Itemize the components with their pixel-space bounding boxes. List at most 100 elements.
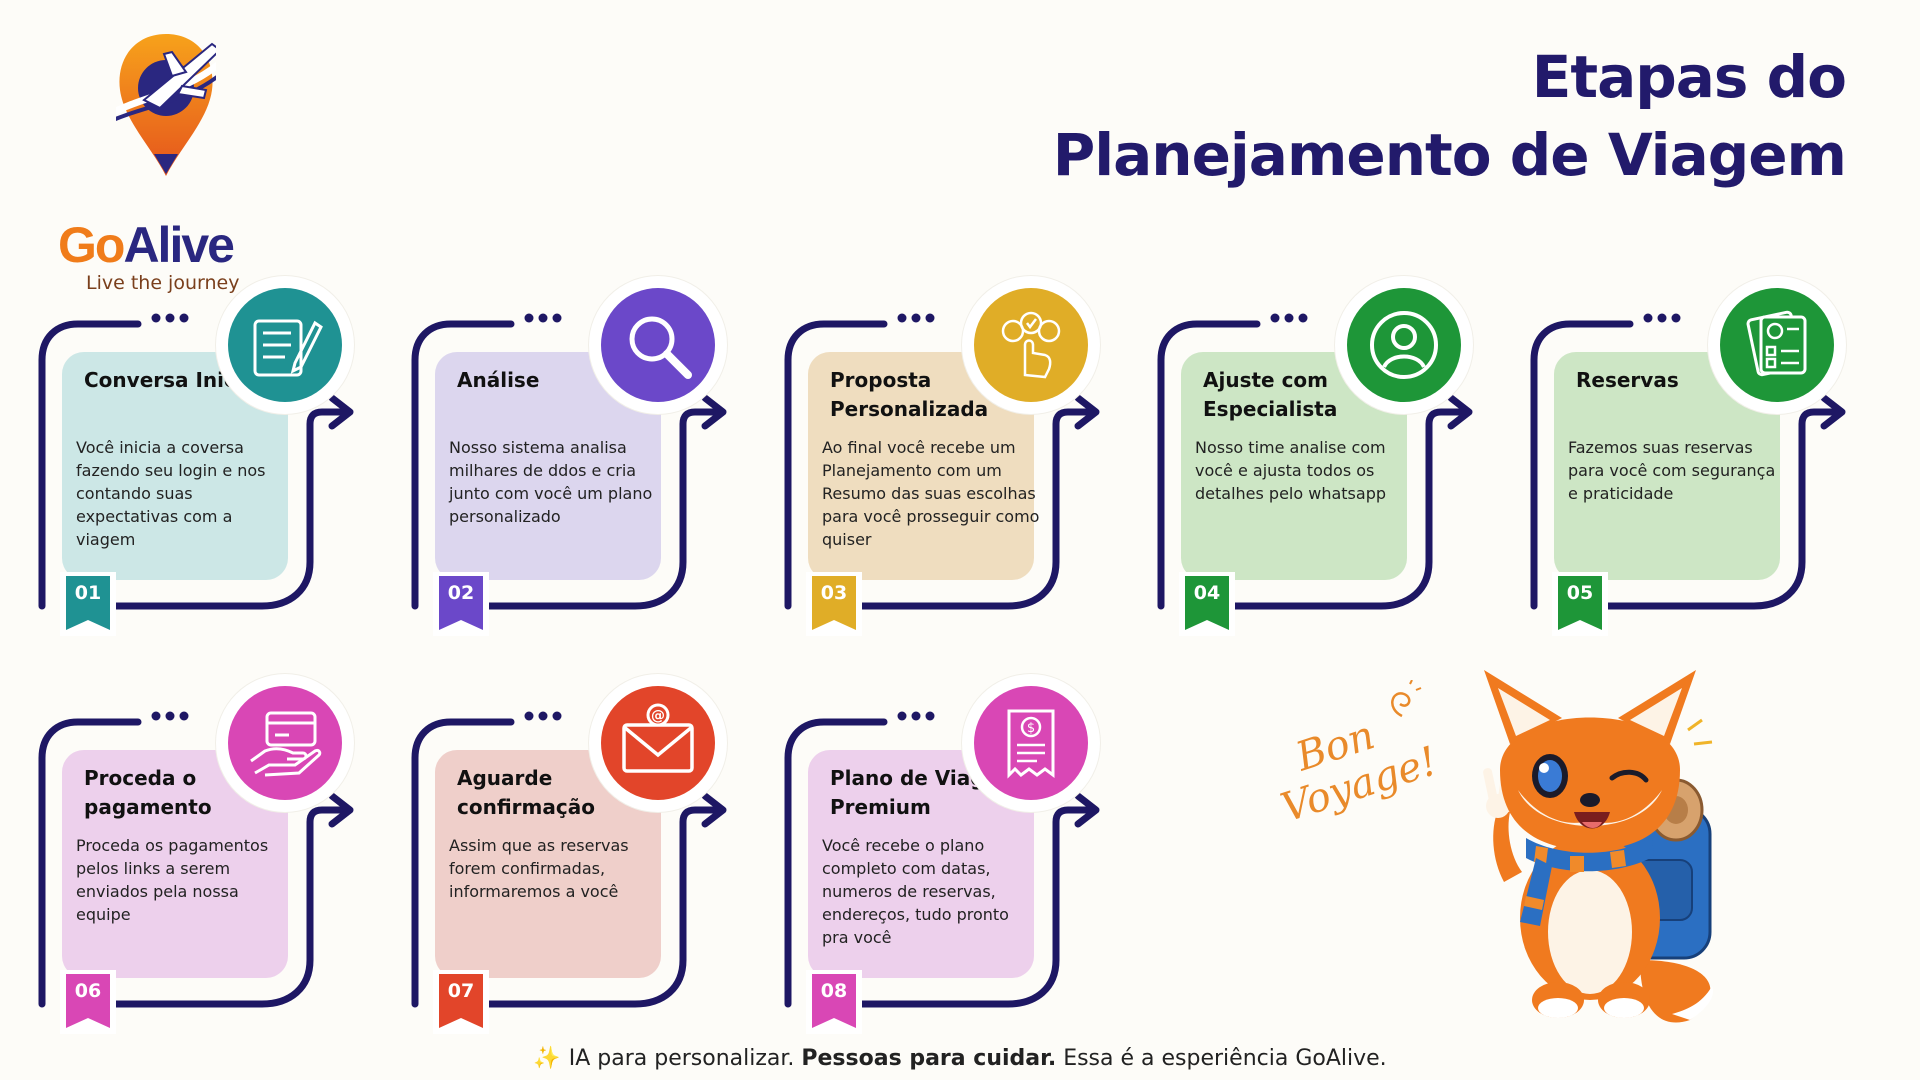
footer-text-part2: Essa é a esperiência GoAlive. — [1056, 1046, 1387, 1071]
step-description: Nosso time analise com você e ajusta tod… — [1195, 438, 1387, 503]
step-icon-ring — [1335, 276, 1473, 414]
step-card: Conversa Inicial Você inicia a coversa f… — [34, 276, 364, 656]
step-icon-circle — [1347, 288, 1461, 402]
step-frame — [411, 320, 727, 610]
choice-hand-icon — [1001, 311, 1061, 379]
step-frame — [411, 718, 727, 1008]
step-description: Fazemos suas reservas para você com segu… — [1568, 438, 1776, 503]
page-title-line2: Planejamento de Viagem — [1052, 121, 1847, 189]
brand-name-go: Go — [58, 217, 125, 273]
brand-tagline: Live the journey — [86, 272, 240, 294]
step-heading: Ajuste com Especialista — [1203, 368, 1338, 421]
step-frame — [1157, 320, 1473, 610]
fox-mascot — [1483, 670, 1714, 1023]
step-number: 08 — [820, 980, 848, 1002]
step-number-badge: 08 — [806, 970, 862, 1034]
step-number-badge: 06 — [60, 970, 116, 1034]
footer-tagline: ✨IA para personalizar. Pessoas para cuid… — [0, 1046, 1920, 1071]
step-number: 07 — [447, 980, 475, 1002]
badge-ribbon-icon — [806, 572, 862, 636]
step-card: Ajuste com Especialista Nosso time anali… — [1153, 276, 1483, 656]
footer-text-bold: Pessoas para cuidar. — [801, 1046, 1057, 1071]
step-number: 05 — [1566, 582, 1594, 604]
badge-ribbon-icon — [433, 572, 489, 636]
dots-icon — [524, 711, 562, 721]
step-heading: Análise — [457, 368, 540, 392]
badge-ribbon-icon — [1552, 572, 1608, 636]
page-title-line1: Etapas do — [1531, 43, 1847, 111]
svg-text:@: @ — [651, 708, 665, 724]
goalive-logo: GoAlive Live the journey — [50, 10, 280, 294]
step-icon-ring — [589, 276, 727, 414]
step-number: 03 — [820, 582, 848, 604]
step-description: Você recebe o plano completo com datas, … — [822, 836, 1009, 947]
step-card: Proceda o pagamento Proceda os pagamento… — [34, 674, 364, 1054]
step-description: Proceda os pagamentos pelos links a sere… — [76, 836, 269, 924]
step-frame — [1530, 320, 1846, 610]
step-frame — [38, 718, 354, 1008]
svg-text:$: $ — [1027, 721, 1035, 736]
step-card: Proposta Personalizada Ao final você rec… — [780, 276, 1110, 656]
badge-ribbon-icon — [806, 970, 862, 1034]
step-icon-circle — [1720, 288, 1834, 402]
badge-ribbon-icon — [60, 970, 116, 1034]
badge-ribbon-icon — [433, 970, 489, 1034]
dots-icon — [151, 313, 189, 323]
step-frame — [38, 320, 354, 610]
step-number: 02 — [447, 582, 475, 604]
step-icon-ring: @ — [589, 674, 727, 812]
step-description: Você inicia a coversa fazendo seu login … — [76, 438, 266, 549]
step-number: 01 — [74, 582, 102, 604]
step-icon-circle: @ — [601, 686, 715, 800]
dots-icon — [897, 711, 935, 721]
step-icon-circle — [974, 288, 1088, 402]
step-card: Reservas Fazemos suas reservas para você… — [1526, 276, 1856, 656]
step-icon-ring — [962, 276, 1100, 414]
step-icon-ring — [1708, 276, 1846, 414]
bon-voyage-lettering: Bon Voyage! — [1272, 680, 1452, 850]
user-icon — [1370, 311, 1438, 379]
step-icon-circle — [601, 288, 715, 402]
dots-icon — [151, 711, 189, 721]
dots-icon — [524, 313, 562, 323]
step-heading: Proceda o pagamento — [84, 766, 212, 819]
email-icon: @ — [622, 703, 694, 773]
step-number-badge: 01 — [60, 572, 116, 636]
step-description: Nosso sistema analisa milhares de ddos e… — [449, 438, 653, 526]
step-icon-ring — [216, 276, 354, 414]
map-pin-airplane-icon — [116, 34, 216, 176]
badge-ribbon-icon — [60, 572, 116, 636]
invoice-icon: $ — [1007, 709, 1055, 779]
step-icon-ring — [216, 674, 354, 812]
brand-name: GoAlive — [58, 216, 235, 274]
form-edit-icon — [253, 319, 323, 377]
step-card: Plano de Viagem Premium Você recebe o pl… — [780, 674, 1110, 1054]
step-number-badge: 07 — [433, 970, 489, 1034]
step-icon-circle: $ — [974, 686, 1088, 800]
brand-name-alive: Alive — [123, 217, 235, 273]
page-title: Etapas do Planejamento de Viagem — [946, 38, 1847, 194]
step-description: Assim que as reservas forem confirmadas,… — [449, 836, 629, 901]
dots-icon — [1270, 313, 1308, 323]
step-frame — [784, 320, 1100, 610]
step-number: 04 — [1193, 582, 1221, 604]
step-number-badge: 05 — [1552, 572, 1608, 636]
swirl-icon — [1391, 680, 1422, 718]
step-number-badge: 04 — [1179, 572, 1235, 636]
step-number: 06 — [74, 980, 102, 1002]
dots-icon — [897, 313, 935, 323]
badge-ribbon-icon — [1179, 572, 1235, 636]
step-icon-ring: $ — [962, 674, 1100, 812]
step-card: Aguarde confirmação Assim que as reserva… — [407, 674, 737, 1054]
checklist-icon — [1746, 310, 1807, 377]
step-number-badge: 03 — [806, 572, 862, 636]
step-number-badge: 02 — [433, 572, 489, 636]
search-icon — [629, 316, 692, 379]
step-card: Análise Nosso sistema analisa milhares d… — [407, 276, 737, 656]
step-heading: Proposta Personalizada — [830, 368, 989, 421]
card-hand-icon — [250, 711, 322, 777]
sparkle-icon: ✨ — [533, 1046, 561, 1071]
step-icon-circle — [228, 686, 342, 800]
step-frame — [784, 718, 1100, 1008]
step-description: Ao final você recebe um Planejamento com… — [822, 438, 1040, 549]
